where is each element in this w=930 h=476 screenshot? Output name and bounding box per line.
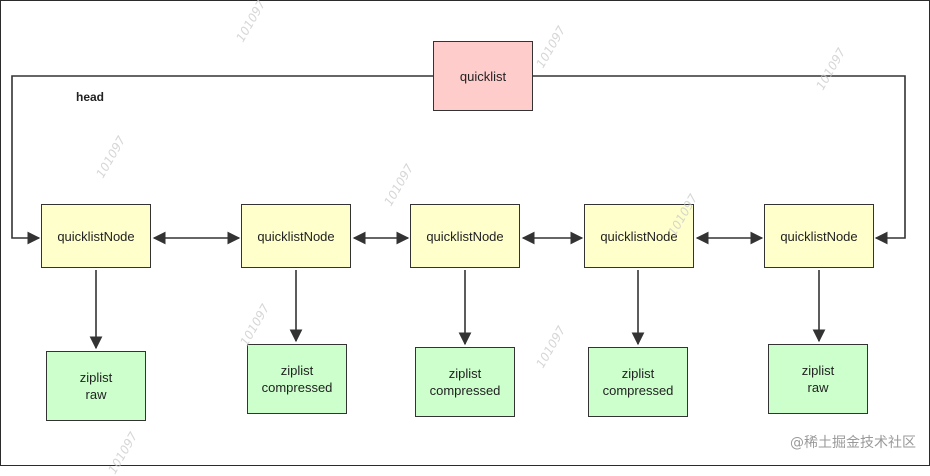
- ziplist-box-1: ziplist raw: [46, 351, 146, 421]
- quicklist-node-2: quicklistNode: [241, 204, 351, 268]
- quicklist-label: quicklist: [459, 68, 507, 84]
- ziplist-encoding: raw: [85, 387, 107, 402]
- quicklist-node-1: quicklistNode: [41, 204, 151, 268]
- ziplist-encoding: compressed: [261, 380, 333, 395]
- ziplist-encoding: compressed: [602, 383, 674, 398]
- ziplist-box-5: ziplist raw: [768, 344, 868, 414]
- ziplist-encoding: raw: [807, 380, 829, 395]
- quicklist-node-5: quicklistNode: [764, 204, 874, 268]
- ziplist-title: ziplist: [79, 370, 113, 385]
- node-label: quicklistNode: [257, 228, 335, 244]
- quicklist-box: quicklist: [433, 41, 533, 111]
- ziplist-title: ziplist: [448, 366, 482, 381]
- ziplist-title: ziplist: [280, 363, 314, 378]
- node-label: quicklistNode: [780, 228, 858, 244]
- ziplist-title: ziplist: [621, 366, 655, 381]
- ziplist-title: ziplist: [801, 363, 835, 378]
- ziplist-box-3: ziplist compressed: [415, 347, 515, 417]
- node-label: quicklistNode: [57, 228, 135, 244]
- node-label: quicklistNode: [600, 228, 678, 244]
- node-label: quicklistNode: [426, 228, 504, 244]
- ziplist-encoding: compressed: [429, 383, 501, 398]
- quicklist-node-3: quicklistNode: [410, 204, 520, 268]
- head-label: head: [76, 90, 105, 104]
- quicklist-node-4: quicklistNode: [584, 204, 694, 268]
- site-watermark: @稀土掘金技术社区: [790, 435, 916, 451]
- ziplist-box-4: ziplist compressed: [588, 347, 688, 417]
- ziplist-box-2: ziplist compressed: [247, 344, 347, 414]
